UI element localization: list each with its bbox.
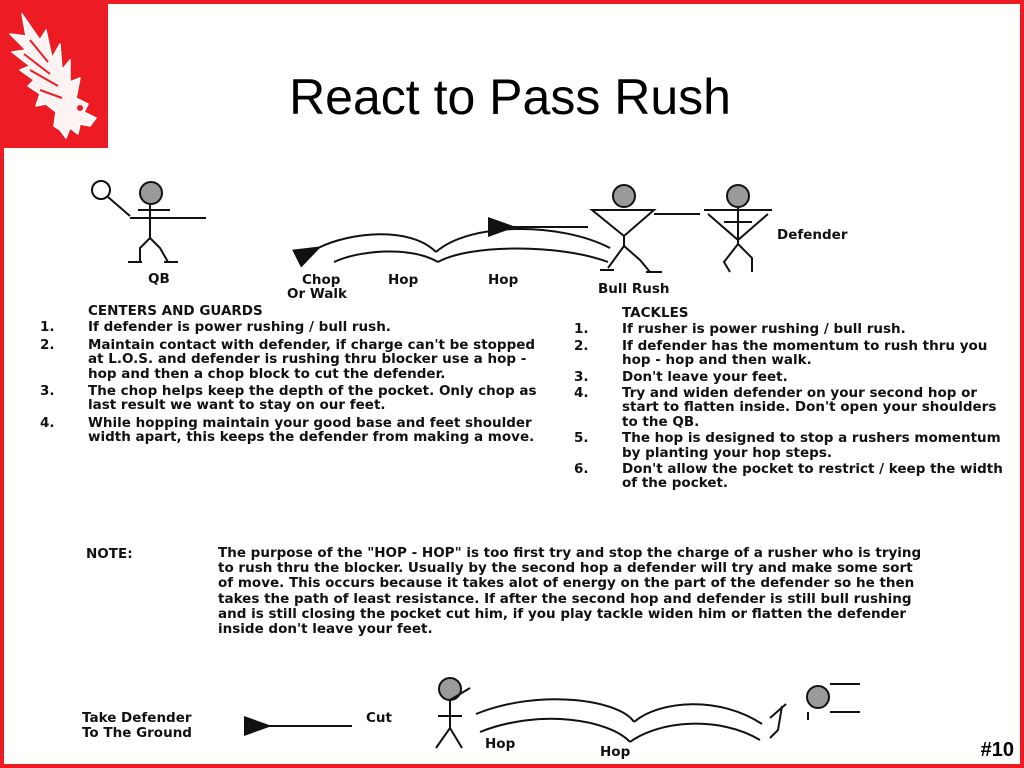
item-text: Don't leave your feet. xyxy=(622,368,788,385)
item-number: 6. xyxy=(574,461,589,478)
logo-panel xyxy=(0,0,108,148)
label-to-the-ground: To The Ground xyxy=(82,725,192,741)
item-text: If rusher is power rushing / bull rush. xyxy=(622,321,906,338)
label-hop-1: Hop xyxy=(388,272,419,288)
label-take-defender: Take Defender xyxy=(82,710,192,726)
item-text: If defender is power rushing / bull rush… xyxy=(88,319,391,336)
item-text: Don't allow the pocket to restrict / kee… xyxy=(622,461,1003,492)
item-number: 4. xyxy=(40,414,55,431)
item-number: 2. xyxy=(40,336,55,353)
item-text: If defender has the momentum to rush thr… xyxy=(622,337,988,369)
slide-title: React to Pass Rush xyxy=(289,69,731,125)
slide-number: #10 xyxy=(980,739,1014,761)
label-hop-2: Hop xyxy=(488,272,519,288)
item-number: 3. xyxy=(40,383,55,400)
list-item: 2. Maintain contact with defender, if cha… xyxy=(40,338,540,381)
item-text: Try and widen defender on your second ho… xyxy=(622,385,997,430)
list-item: 4. Try and widen defender on your second … xyxy=(574,386,1014,429)
blocker-figure xyxy=(589,184,700,273)
defender-figure xyxy=(704,184,772,273)
list-item: 5. The hop is designed to stop a rushers … xyxy=(574,431,1014,460)
tackles-heading: TACKLES xyxy=(622,305,689,321)
item-number: 1. xyxy=(574,321,589,338)
label-hop-bottom-1: Hop xyxy=(485,736,516,752)
top-arrows xyxy=(292,217,611,268)
item-number: 5. xyxy=(574,430,589,447)
item-text: While hopping maintain your good base an… xyxy=(88,414,535,446)
bottom-diagram xyxy=(244,677,860,749)
label-chop: Chop xyxy=(302,272,341,288)
label-qb: QB xyxy=(148,271,170,287)
label-bull-rush: Bull Rush xyxy=(598,281,670,297)
list-item: 6. Don't allow the pocket to restrict / k… xyxy=(574,462,1014,491)
label-or-walk: Or Walk xyxy=(287,286,348,302)
centers-guards-heading: CENTERS AND GUARDS xyxy=(88,303,263,319)
centers-guards-section: CENTERS AND GUARDS 1. If defender is powe… xyxy=(40,304,540,445)
note-text: The purpose of the "HOP - HOP" is too fi… xyxy=(218,545,922,638)
hawk-logo-icon xyxy=(9,13,97,139)
label-hop-bottom-2: Hop xyxy=(600,744,631,760)
item-text: Maintain contact with defender, if charg… xyxy=(88,336,536,382)
label-defender: Defender xyxy=(777,227,848,243)
item-number: 4. xyxy=(574,385,589,402)
item-text: The chop helps keep the depth of the poc… xyxy=(88,383,537,414)
item-text: The hop is designed to stop a rushers mo… xyxy=(622,430,1001,461)
item-number: 2. xyxy=(574,337,589,354)
list-item: 1. If rusher is power rushing / bull rush… xyxy=(574,321,1014,338)
list-item: 2. If defender has the momentum to rush t… xyxy=(574,339,1014,368)
tackles-section: TACKLES 1. If rusher is power rushing / b… xyxy=(574,306,1014,491)
note-label: NOTE: xyxy=(86,546,133,562)
item-number: 1. xyxy=(40,319,55,336)
list-item: 3. The chop helps keep the depth of the p… xyxy=(40,384,540,413)
label-cut: Cut xyxy=(366,710,393,726)
item-number: 3. xyxy=(574,368,589,385)
list-item: 4. While hopping maintain your good base … xyxy=(40,416,540,445)
qb-figure xyxy=(91,180,206,263)
list-item: 3. Don't leave your feet. xyxy=(574,368,1014,385)
list-item: 1. If defender is power rushing / bull ru… xyxy=(40,319,540,336)
